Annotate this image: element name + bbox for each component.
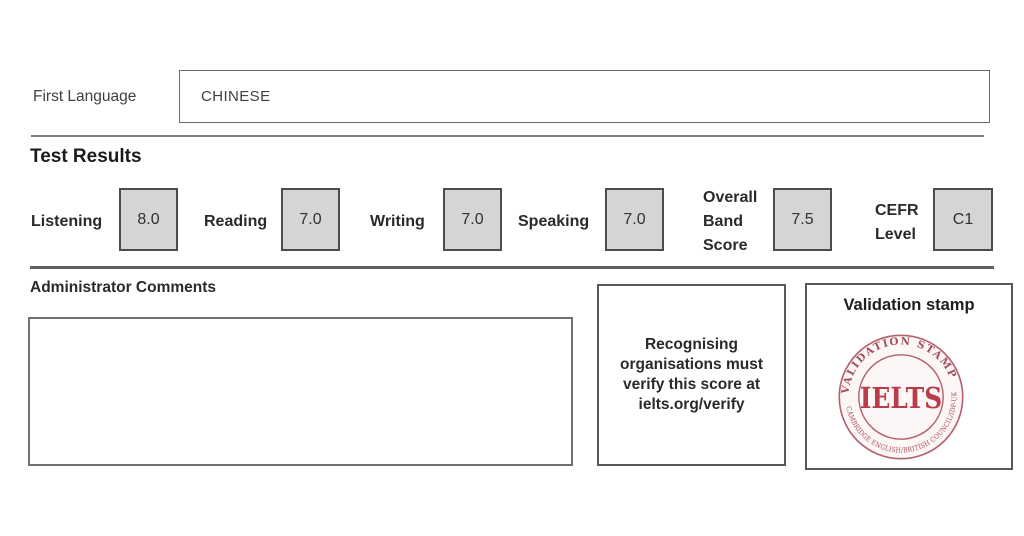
score-value-box-reading: 7.0 [281,188,340,251]
validation-stamp-heading: Validation stamp [843,296,975,314]
score-label-speaking: Speaking [518,213,590,230]
score-value-box-overall-band: 7.5 [773,188,832,251]
score-value: 7.5 [791,210,814,228]
score-label-writing: Writing [370,213,425,230]
admin-comments-heading: Administrator Comments [30,279,217,296]
score-value-box-cefr: C1 [933,188,993,251]
verification-line: verify this score at [623,376,760,393]
score-label-overall-band: Overall Band Score [703,189,758,254]
score-value-box-writing: 7.0 [443,188,502,251]
first-language-label: First Language [33,88,137,105]
score-value: 8.0 [137,210,160,228]
verification-line: ielts.org/verify [638,396,745,413]
score-label-cefr: CEFR Level [875,202,919,243]
stamp-center-text: IELTS [860,381,942,415]
ielts-stamp-icon: VALIDATION STAMP CAMBRIDGE ENGLISH/BRITI… [832,328,966,462]
score-value-box-listening: 8.0 [119,188,178,251]
score-value: 7.0 [461,210,484,228]
verification-line: Recognising [644,336,738,353]
score-label-listening: Listening [31,213,103,230]
admin-comments-box[interactable] [28,317,573,466]
verification-notice-box: Recognising organisations must verify th… [597,284,786,466]
score-label-reading: Reading [204,213,268,230]
score-value: 7.0 [623,210,646,228]
score-value-box-speaking: 7.0 [605,188,664,251]
section-divider-top [31,135,984,137]
section-divider-middle [30,266,994,269]
first-language-input[interactable] [179,70,990,123]
validation-stamp-box: Validation stamp VALIDATION STAMP CAMBRI… [805,283,1013,470]
score-value: C1 [952,210,974,228]
score-value: 7.0 [299,210,322,228]
verification-line: organisations must [620,356,763,373]
test-results-heading: Test Results [30,146,142,167]
